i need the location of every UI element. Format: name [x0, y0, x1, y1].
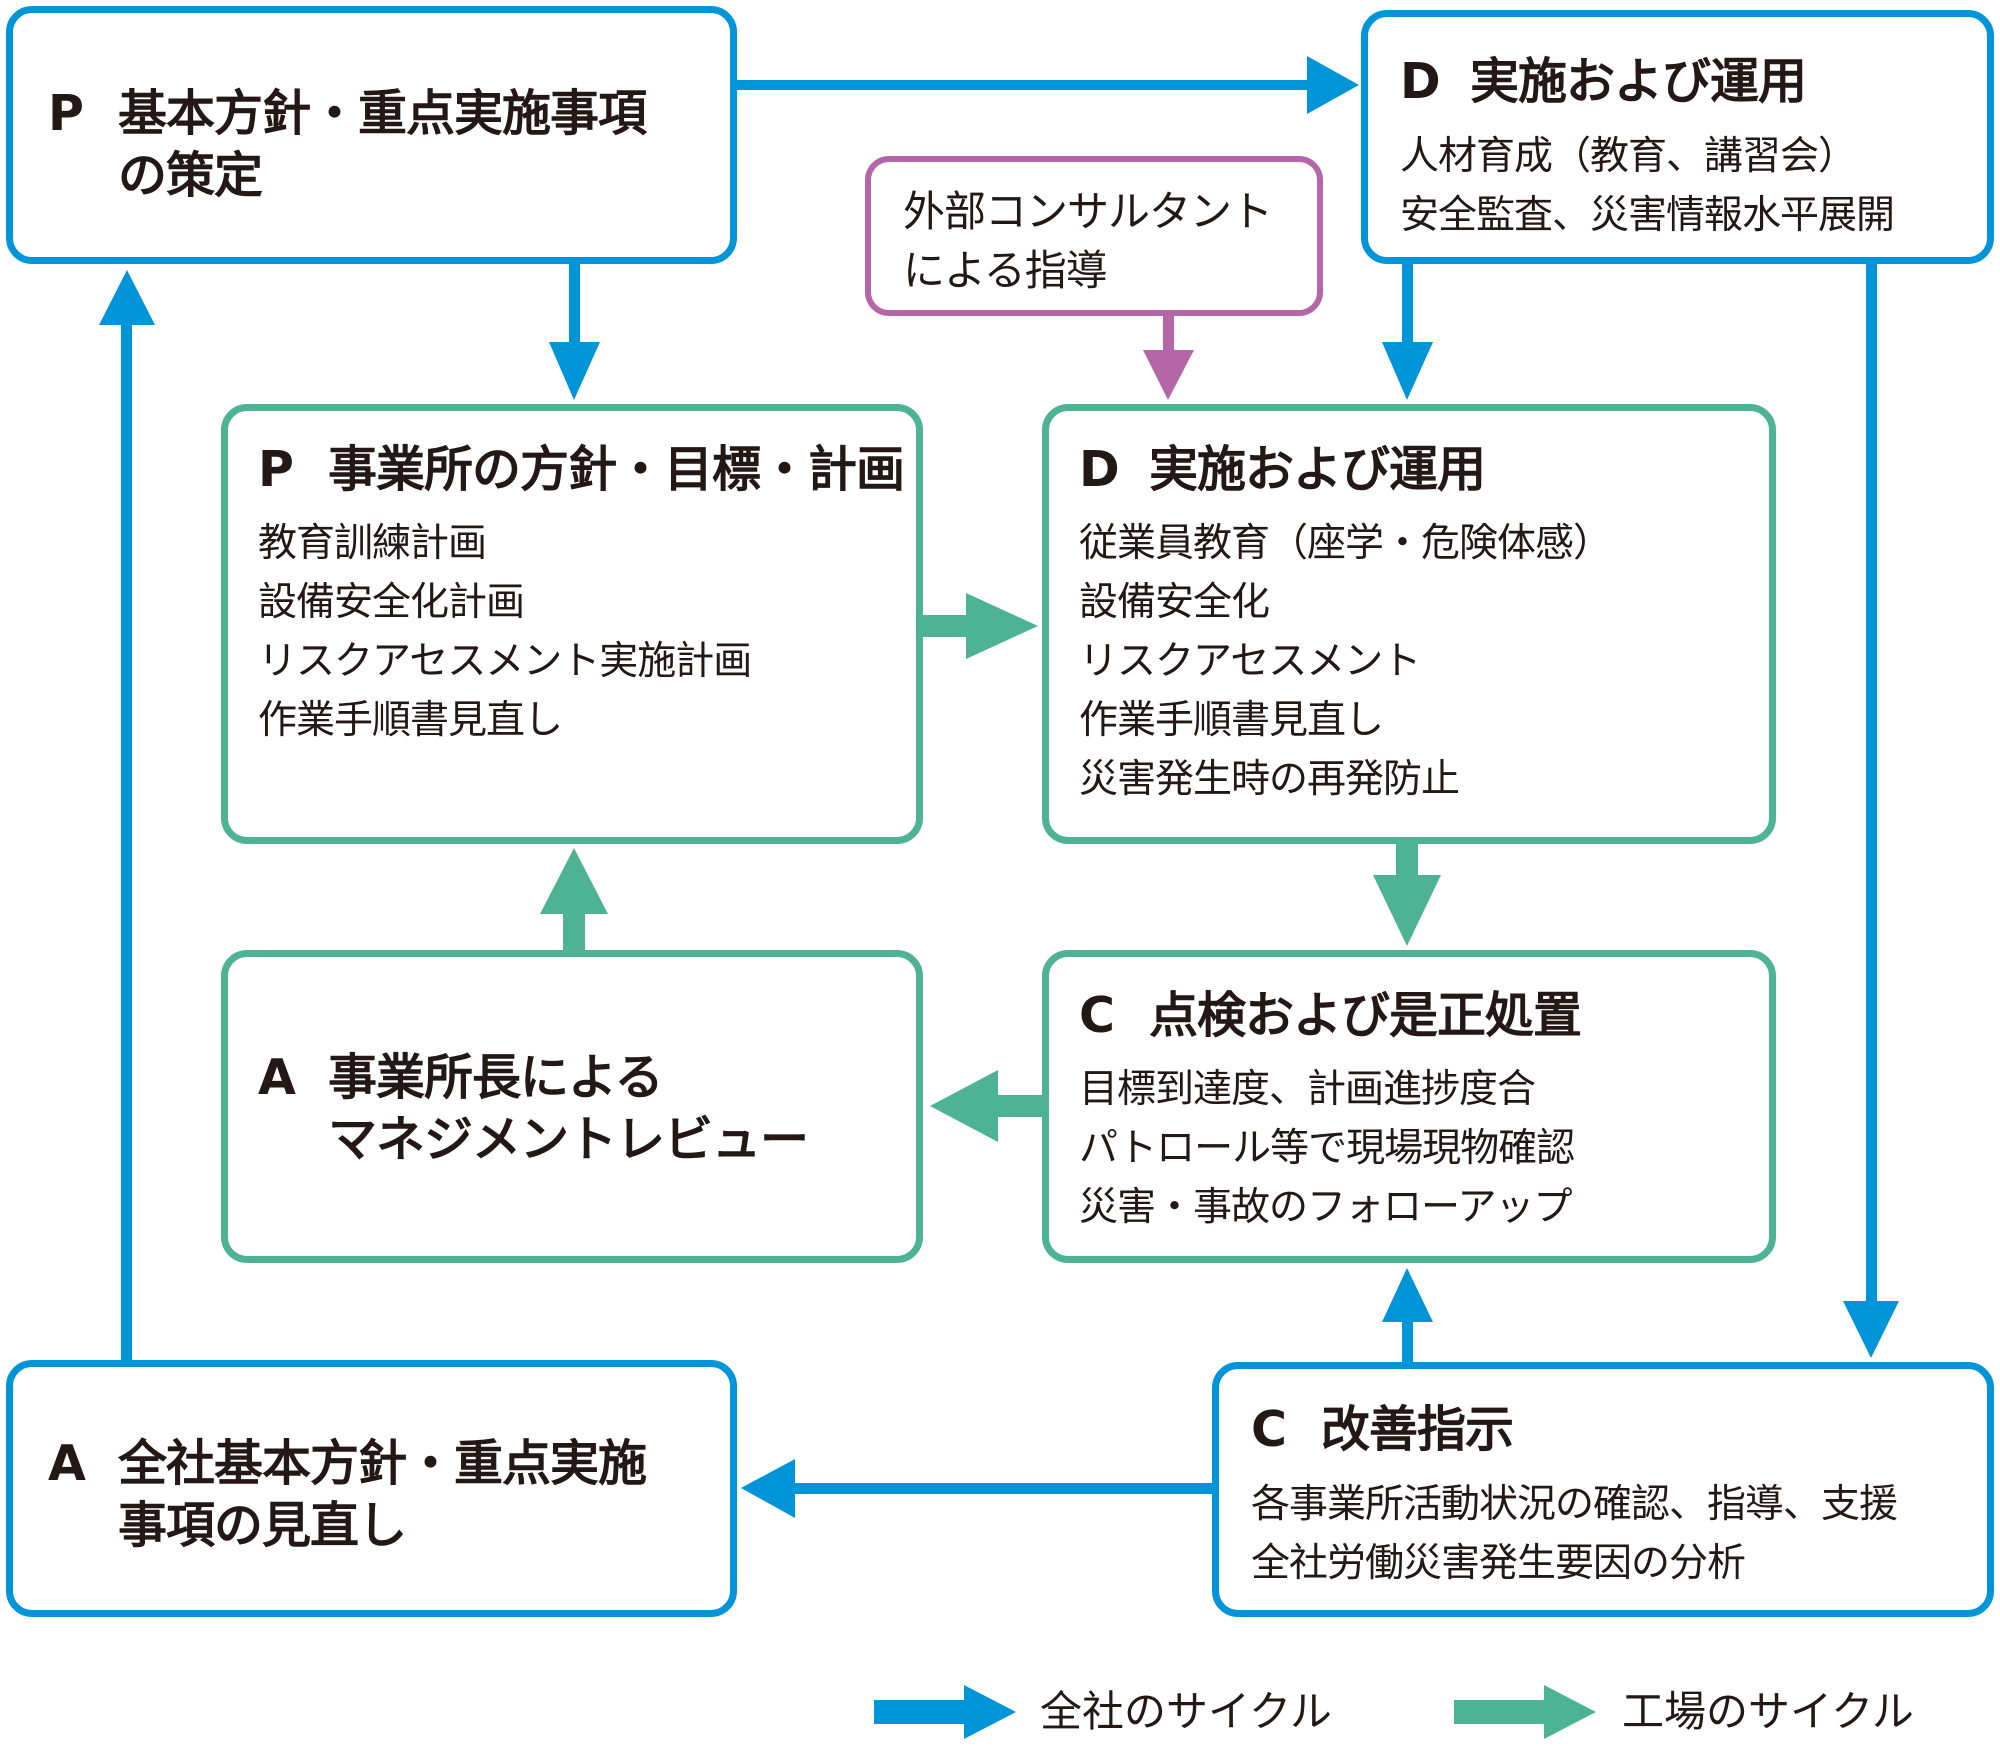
company-do-items: 人材育成（教育、講習会） 安全監査、災害情報水平展開 [1400, 127, 1895, 245]
arrow-company-plan-to-do [737, 80, 1309, 90]
list-item: 従業員教育（座学・危険体感） [1079, 521, 1612, 566]
phase-letter: C [1251, 1401, 1287, 1458]
list-item: 設備安全化 [1079, 580, 1270, 625]
arrow-company-do-to-factory-do [1402, 264, 1413, 344]
list-item: 作業手順書見直し [258, 698, 563, 743]
list-item: 安全監査、災害情報水平展開 [1400, 193, 1895, 238]
arrow-company-act-to-plan [121, 320, 132, 1360]
arrow-factory-do-to-check [1396, 844, 1418, 877]
arrow-factory-act-to-plan [563, 912, 585, 950]
arrow-head [1382, 1268, 1433, 1322]
legend-company-arrow-head [964, 1685, 1016, 1739]
arrow-company-check-to-act [790, 1483, 1212, 1494]
arrow-company-do-to-check [1866, 264, 1877, 1304]
legend-factory-label: 工場のサイクル [1622, 1687, 1914, 1736]
legend-company-arrow-shaft [874, 1700, 969, 1724]
consultant-text: 外部コンサルタント による指導 [903, 187, 1273, 295]
list-item: 作業手順書見直し [1079, 698, 1384, 743]
arrow-head [99, 270, 155, 325]
arrow-head [1843, 1301, 1899, 1358]
legend-factory-arrow-head [1544, 1685, 1596, 1739]
list-item: 人材育成（教育、講習会） [1400, 134, 1857, 179]
list-item: 全社労働災害発生要因の分析 [1251, 1541, 1746, 1586]
list-item: パトロール等で現場現物確認 [1079, 1126, 1575, 1171]
list-item: 教育訓練計画 [258, 521, 487, 566]
legend-factory-arrow-shaft [1454, 1700, 1549, 1724]
list-item: リスクアセスメント実施計画 [258, 639, 752, 684]
factory-do-items: 従業員教育（座学・危険体感） 設備安全化 リスクアセスメント 作業手順書見直し … [1079, 514, 1612, 809]
consultant-box: 外部コンサルタント による指導 [865, 156, 1323, 316]
arrow-consultant-to-factory-do [1163, 316, 1174, 352]
arrow-company-plan-to-factory-plan [569, 264, 580, 344]
arrow-head [741, 1459, 795, 1518]
arrow-head [930, 1070, 998, 1142]
list-item: 目標到達度、計画進捗度合 [1079, 1067, 1536, 1112]
list-item: 災害・事故のフォローアップ [1079, 1185, 1572, 1230]
phase-letter: A [48, 1435, 86, 1492]
legend-company-label: 全社のサイクル [1040, 1687, 1332, 1736]
arrow-head [1373, 875, 1441, 946]
factory-check-items: 目標到達度、計画進捗度合 パトロール等で現場現物確認 災害・事故のフォローアップ [1079, 1060, 1575, 1237]
arrow-head [1382, 342, 1433, 400]
phase-letter: D [1400, 53, 1441, 110]
arrow-factory-plan-to-do [923, 615, 968, 637]
arrow-head [1143, 350, 1194, 400]
list-item: 各事業所活動状況の確認、指導、支援 [1251, 1482, 1898, 1527]
phase-letter: P [48, 85, 84, 142]
phase-letter: A [258, 1049, 296, 1106]
arrow-head [966, 593, 1038, 659]
arrow-head [540, 848, 608, 914]
arrow-head [549, 342, 600, 400]
list-item: 設備安全化計画 [258, 580, 525, 625]
company-check-items: 各事業所活動状況の確認、指導、支援 全社労働災害発生要因の分析 [1251, 1475, 1898, 1593]
arrow-factory-check-to-act [996, 1095, 1042, 1117]
phase-letter: P [258, 441, 294, 498]
list-item: 災害発生時の再発防止 [1079, 757, 1460, 802]
phase-letter: C [1079, 987, 1115, 1044]
list-item: リスクアセスメント [1079, 639, 1421, 684]
phase-letter: D [1079, 441, 1120, 498]
factory-plan-items: 教育訓練計画 設備安全化計画 リスクアセスメント実施計画 作業手順書見直し [258, 514, 752, 750]
arrow-head [1307, 56, 1359, 114]
arrow-company-check-to-factory-check [1402, 1320, 1413, 1362]
